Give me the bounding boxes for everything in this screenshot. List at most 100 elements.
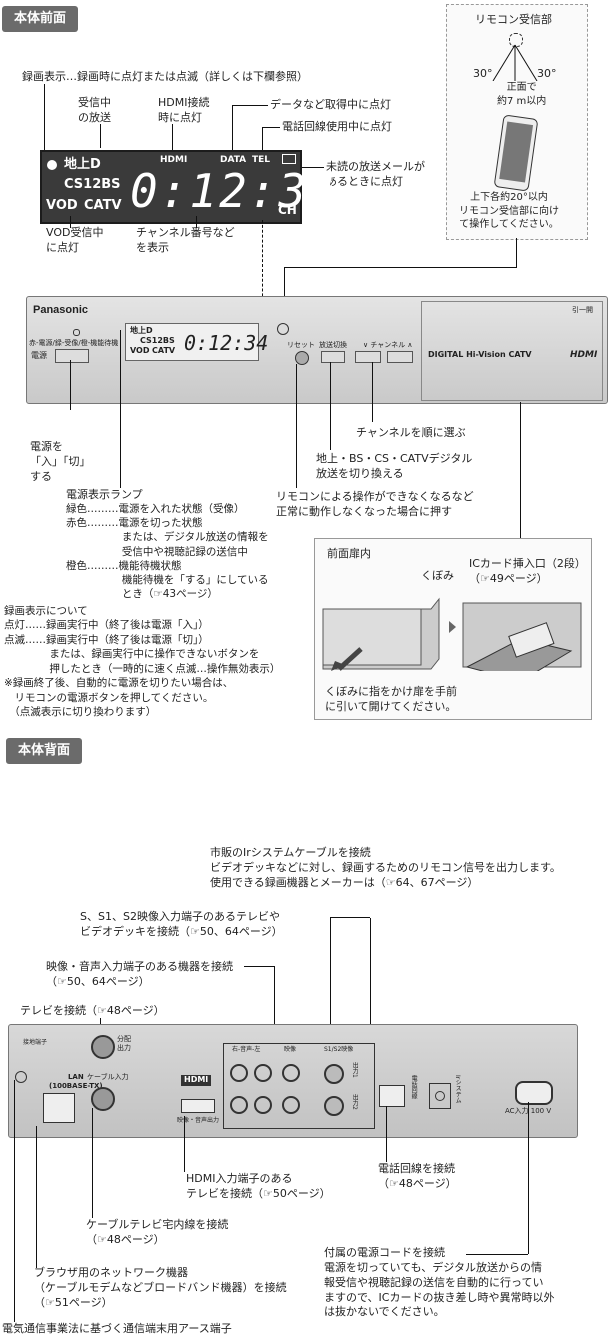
brand-logo: Panasonic (33, 304, 89, 316)
channel-down-button[interactable] (355, 351, 381, 363)
power-label: 電源 (31, 351, 47, 360)
leader-line (232, 105, 268, 106)
lan-port[interactable] (43, 1093, 75, 1123)
phone-port-label: 電話回線 (410, 1075, 418, 1099)
front-display: 地上D CS12BS VOD CATV HDMI DATA TEL 0:12:3… (40, 150, 336, 224)
lamp-row: とき（☞43ページ） (66, 588, 218, 601)
audio-r-out1[interactable] (230, 1064, 248, 1082)
reset-button[interactable] (295, 351, 309, 365)
disp-catv: CATV (84, 198, 122, 213)
mini-cs12bs: CS12BS (140, 336, 175, 345)
video-label: 映像 (284, 1046, 297, 1053)
leader-line (196, 216, 197, 228)
power-lamp (73, 329, 80, 336)
s-video-out2[interactable] (324, 1096, 344, 1116)
av-terminal-block: 右-音声-左 映像 S1/S2映像 出力1 出力2 (223, 1043, 375, 1129)
lamp-row: 緑色………電源を入れた状態（受像） (66, 503, 245, 515)
ir-cable-label: 市販のIrシステムケーブルを接続 ビデオデッキなどに対し、録画するためのリモコン… (210, 846, 561, 889)
remote-box: リモコン受信部 30° 30° 正面で 約7 m以内 上下各約20°以内 リモコ… (446, 4, 588, 240)
leader-line (262, 127, 263, 157)
data-label: データなど取得中に点灯 (270, 98, 391, 111)
rec-about-title: 録画表示について (4, 605, 88, 617)
lamp-row: 橙色………機能待機状態 (66, 559, 182, 572)
split-out-port[interactable] (91, 1035, 115, 1059)
leader-line (284, 267, 285, 323)
hdmi-logo: HDMI (570, 350, 598, 360)
leader-line (262, 220, 264, 316)
lamp-row: 機能待機を「する」にしている (66, 573, 269, 586)
rec-about-row: （点滅表示に切り換わります） (4, 706, 157, 719)
phone-line-label: 電話回線を接続 （☞48ページ） (378, 1162, 457, 1190)
broadcast-switch-label: 放送切換 (319, 341, 347, 349)
front-door[interactable]: 引一開 DIGITAL Hi-Vision CATV HDMI (421, 301, 603, 401)
angle-right: 30° (537, 67, 557, 80)
earth-mark-label: 接地端子 (23, 1039, 48, 1046)
channel-order-label: チャンネルを順に選ぶ (356, 426, 466, 439)
door-tab: 引一開 (572, 306, 593, 314)
browser-label: ブラウザ用のネットワーク機器 （ケーブルモデムなどブロードバンド機器）を接続 （… (34, 1266, 287, 1309)
audio-l-out1[interactable] (254, 1064, 272, 1082)
audio-l-out2[interactable] (254, 1096, 272, 1114)
receiving-label: 受信中 の放送 (78, 96, 111, 124)
earth-terminal[interactable] (15, 1071, 27, 1083)
ac-inlet[interactable] (515, 1081, 553, 1105)
rec-about-row: 押したとき（一時的に速く点滅…操作無効表示） (4, 662, 281, 675)
rec-about: 録画表示について 点灯……録画実行中（終了後は電源「入」） 点滅……録画実行中（… (4, 604, 280, 720)
rec-indicator-label: 録画表示…録画時に点灯または点滅（詳しくは下欄参照） (22, 70, 308, 83)
disp-data: DATA (220, 155, 247, 165)
disp-chi-d: 地上D (64, 157, 101, 172)
mail-icon (282, 154, 296, 164)
mini-vod: VOD (130, 346, 150, 355)
door-inset: 前面扉内 くぼみ ICカード挿入口（2段） （☞49ページ） くぼみに指をかけ扉… (314, 538, 592, 720)
door-note: くぼみに指をかけ扉を手前 に引いて開けてください。 (325, 685, 457, 713)
power-button[interactable] (55, 349, 89, 363)
channel-up-button[interactable] (387, 351, 413, 363)
back-section-title: 本体背面 (6, 738, 83, 764)
s-video-out1[interactable] (324, 1064, 344, 1084)
front-section-title: 本体前面 (2, 6, 79, 32)
device-rear-panel: 接地端子 分配 出力 LAN (100BASE-TX) ケーブル入力 HDMI … (8, 1024, 578, 1138)
leader-line (92, 1108, 93, 1218)
ir-port-label: Irシステム (454, 1075, 462, 1104)
lamp-rows: 緑色………電源を入れた状態（受像） 赤色………電源を切った状態 または、デジタル… (66, 502, 269, 601)
door-open-illustration (462, 602, 582, 671)
split-out-label: 分配 出力 (117, 1035, 131, 1053)
out1-label: 出力1 (351, 1062, 359, 1078)
cable-in-port[interactable] (91, 1087, 115, 1111)
audio-r-out2[interactable] (230, 1096, 248, 1114)
switch-broadcast-label: 地上・BS・CS・CATVデジタル 放送を切り換える (316, 452, 473, 480)
remote-control-icon (494, 115, 538, 191)
leader-line (172, 124, 173, 158)
video-out1[interactable] (282, 1064, 300, 1082)
rec-dot-icon (47, 160, 57, 170)
mini-time: 0:12:34 (184, 331, 269, 355)
mini-catv: CATV (152, 346, 176, 355)
leader-line (100, 124, 101, 148)
video-out2[interactable] (282, 1096, 300, 1114)
leader-line (466, 1254, 528, 1255)
hdmi-connect-label: HDMI接続 時に点灯 (158, 96, 210, 124)
hdmi-logo-back: HDMI (181, 1075, 212, 1086)
ir-system-port[interactable] (435, 1091, 445, 1101)
lamp-color-legend: 赤-電源/録-受像/橙-機能待機 (29, 339, 119, 347)
door-closed-illustration (322, 597, 440, 671)
leader-line (372, 362, 373, 422)
leader-line (184, 1116, 185, 1172)
disp-time: 0:12:34 (130, 164, 338, 218)
hdmi-out-label: 映像・音声出力 (177, 1117, 220, 1124)
out2-label: 出力2 (351, 1094, 359, 1110)
ir-port-box (429, 1083, 451, 1109)
leader-line (120, 330, 121, 488)
phone-line-port[interactable] (379, 1085, 405, 1107)
leader-line (516, 238, 517, 268)
lamp-row: 赤色………電源を切った状態 (66, 517, 203, 530)
lamp-row: または、デジタル放送の情報を (66, 531, 269, 544)
broadcast-switch-button[interactable] (321, 351, 345, 363)
door-title: 前面扉内 (327, 547, 371, 560)
lamp-title: 電源表示ランプ (66, 488, 143, 501)
rl-audio-label: 右-音声-左 (232, 1046, 261, 1053)
leader-line (232, 105, 233, 157)
s-video-label: S、S1、S2映像入力端子のあるテレビや ビデオデッキを接続（☞50、64ページ… (80, 910, 283, 938)
hdmi-out-port[interactable] (181, 1099, 215, 1113)
digital-logo: DIGITAL Hi-Vision CATV (428, 350, 532, 359)
